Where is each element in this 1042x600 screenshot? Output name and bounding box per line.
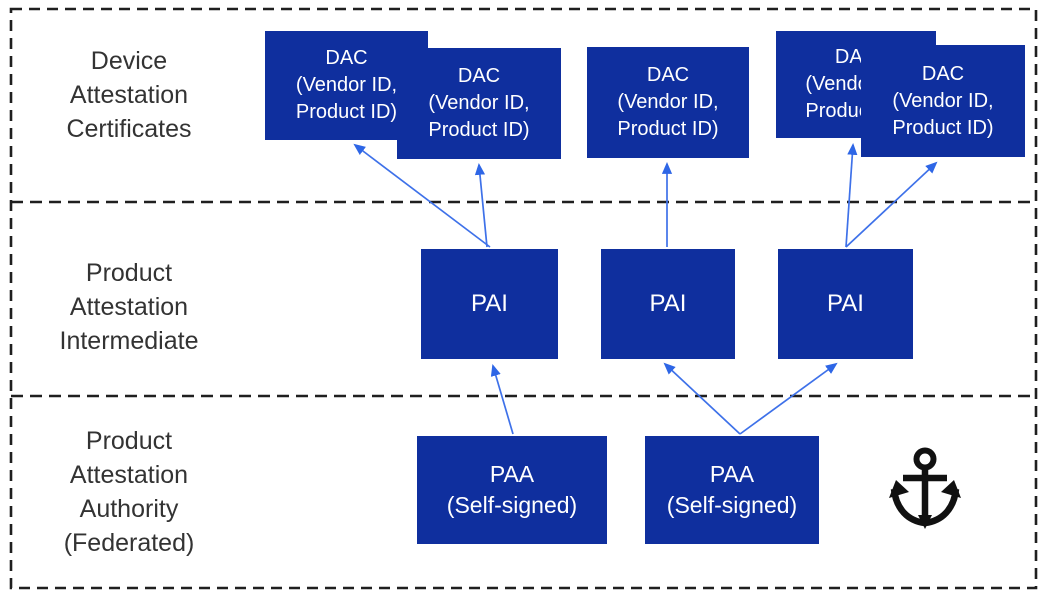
dac-box-5: DAC (Vendor ID, Product ID) [861, 45, 1025, 157]
dac-box-subtitle: (Vendor ID, [617, 91, 719, 113]
dac-box-title: DAC [921, 62, 965, 85]
arrow-paa1-to-pai1 [490, 364, 514, 435]
dac-box-subtitle: Product ID) [428, 119, 530, 141]
arrow-pai3-to-dac4 [845, 142, 858, 248]
dac-box-subtitle: (Vendor ID, [295, 74, 398, 96]
row-label-line: (Federated) [63, 529, 195, 557]
paa-box-1: PAA (Self-signed) [417, 436, 607, 544]
paa-box-subtitle: (Self-signed) [666, 492, 798, 518]
row-label-line: Certificates [66, 115, 192, 143]
paa-box-2: PAA (Self-signed) [645, 436, 819, 544]
pai-box-label: PAI [649, 290, 687, 317]
dac-box-subtitle: Product ID) [295, 101, 398, 123]
row-label-line: Authority [79, 495, 179, 523]
row-label-line: Attestation [69, 461, 189, 489]
row-label-line: Device [90, 47, 168, 75]
dac-box-subtitle: Product ID) [617, 118, 719, 140]
arrow-paa2-to-pai2 [663, 362, 741, 435]
pai-box-label: PAI [827, 290, 864, 317]
row-label-line: Intermediate [59, 327, 199, 355]
row-label-device-attestation-certificates: Device Attestation Certificates [10, 44, 248, 146]
paa-box-title: PAA [489, 461, 535, 487]
dac-box-subtitle: (Vendor ID, [892, 89, 994, 112]
dac-box-subtitle: (Vendor ID, [428, 92, 530, 114]
row-label-product-attestation-authority: Product Attestation Authority (Federated… [10, 424, 248, 560]
paa-box-subtitle: (Self-signed) [446, 492, 578, 518]
row-label-line: Product [85, 427, 173, 455]
row-label-line: Product [85, 259, 173, 287]
dac-box-subtitle: Product ID) [892, 116, 994, 139]
pai-box-label: PAI [471, 290, 508, 317]
dac-box-title: DAC [457, 65, 501, 87]
pai-box-1: PAI [421, 249, 558, 359]
dac-box-2: DAC (Vendor ID, Product ID) [397, 48, 561, 159]
dac-box-title: DAC [646, 64, 690, 86]
paa-box-title: PAA [709, 461, 755, 487]
pai-box-3: PAI [778, 249, 913, 359]
row-label-line: Attestation [69, 81, 189, 109]
arrow-pai1-to-dac2 [474, 162, 488, 248]
arrow-pai1-to-dac1 [353, 143, 491, 248]
outer-dashed-border [9, 7, 1038, 590]
anchor-icon [889, 447, 961, 529]
arrow-pai3-to-dac5 [845, 161, 938, 248]
pai-box-2: PAI [601, 249, 735, 359]
dac-box-title: DAC [325, 47, 368, 69]
row-label-line: Attestation [69, 293, 189, 321]
arrow-paa2-to-pai3 [739, 362, 838, 435]
row-label-product-attestation-intermediate: Product Attestation Intermediate [10, 256, 248, 358]
dac-box-3: DAC (Vendor ID, Product ID) [587, 47, 749, 158]
